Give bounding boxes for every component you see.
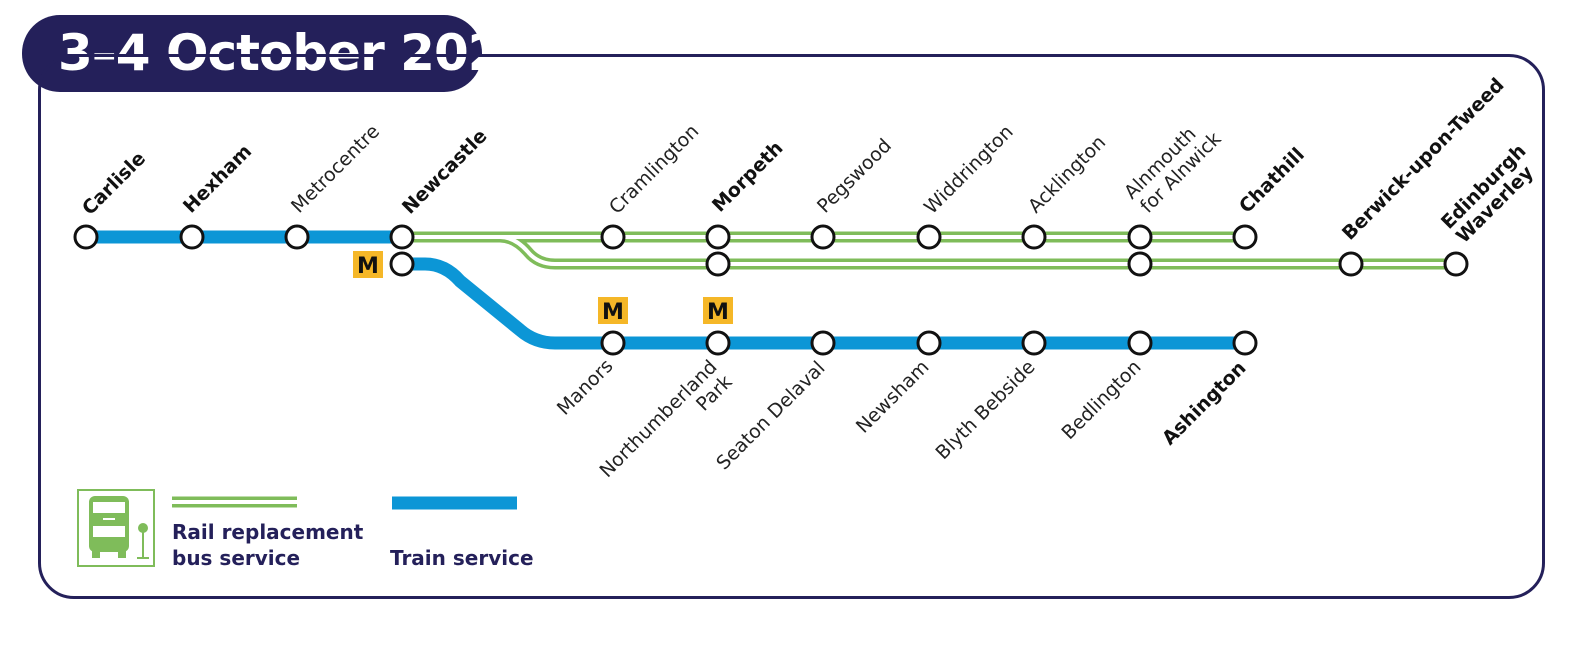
station-label-acklington[interactable]: Acklington (1024, 131, 1110, 217)
metro-badge-label: M (602, 300, 624, 325)
upper-labels: Carlisle Hexham Metrocentre Newcastle Cr… (78, 74, 1538, 248)
station-newcastle-train-marker[interactable] (389, 251, 415, 277)
station-label-chathill[interactable]: Chathill (1235, 144, 1309, 218)
train-lines (86, 230, 1245, 350)
metro-badge-northumberland-park: M (703, 297, 733, 325)
train-line-newcastle-ashington (402, 257, 1245, 350)
station-hexham-marker[interactable] (179, 224, 205, 250)
metro-m-icon (598, 297, 628, 324)
legend-bus-label-line1: Rail replacement (172, 520, 364, 544)
page-title: 3–4 October 2026 (22, 15, 536, 92)
metro-m-icon (703, 297, 733, 324)
station-label-hexham[interactable]: Hexham (179, 140, 256, 217)
station-newsham-marker[interactable] (916, 330, 942, 356)
station-label-widdrington[interactable]: Widdrington (920, 121, 1018, 219)
station-newcastle-marker[interactable] (389, 224, 415, 250)
station-ashington-marker[interactable] (1232, 330, 1258, 356)
station-berwick-marker[interactable] (1338, 251, 1364, 277)
station-cramlington-marker[interactable] (600, 224, 626, 250)
metro-badge-manors: M (598, 297, 628, 325)
station-markers (73, 224, 1469, 356)
station-widdrington-marker[interactable] (916, 224, 942, 250)
station-label-manors[interactable]: Manors (553, 355, 618, 420)
metro-badge-newcastle: M (353, 251, 383, 279)
station-label-metrocentre[interactable]: Metrocentre (287, 120, 384, 217)
station-label-newcastle[interactable]: Newcastle (398, 125, 491, 218)
station-label-blyth-bebside[interactable]: Blyth Bebside (931, 356, 1039, 464)
legend: Rail replacement bus service Train servi… (77, 489, 534, 570)
station-label-northumberland-line1[interactable]: Northumberland (595, 356, 721, 482)
lower-labels: Manors Northumberland Park Seaton Delava… (553, 355, 1251, 482)
diagram-frame (38, 54, 1545, 599)
station-label-ashington[interactable]: Ashington (1158, 357, 1251, 450)
station-bedlington-marker[interactable] (1127, 330, 1153, 356)
station-alnmouth-marker[interactable] (1127, 224, 1153, 250)
station-label-bedlington[interactable]: Bedlington (1057, 356, 1145, 444)
station-metrocentre-marker[interactable] (284, 224, 310, 250)
station-label-morpeth[interactable]: Morpeth (708, 137, 788, 217)
metro-badge-label: M (357, 254, 379, 279)
station-manors-marker[interactable] (600, 330, 626, 356)
station-label-carlisle[interactable]: Carlisle (78, 147, 150, 219)
legend-bus-label-line2: bus service (172, 546, 300, 570)
station-edinburgh-marker[interactable] (1443, 251, 1469, 277)
bus-stop-icon (77, 489, 155, 567)
station-label-newsham[interactable]: Newsham (852, 356, 934, 438)
station-alnmouth-lower-marker[interactable] (1127, 251, 1153, 277)
station-label-seaton-delaval[interactable]: Seaton Delaval (712, 357, 829, 474)
metro-m-icon (353, 251, 383, 278)
metro-badge-label: M (707, 300, 729, 325)
station-label-pegswood[interactable]: Pegswood (813, 135, 896, 218)
station-label-cramlington[interactable]: Cramlington (605, 120, 703, 218)
station-chathill-marker[interactable] (1232, 224, 1258, 250)
station-pegswood-marker[interactable] (810, 224, 836, 250)
station-acklington-marker[interactable] (1021, 224, 1047, 250)
station-carlisle-marker[interactable] (73, 224, 99, 250)
station-morpeth-marker[interactable] (705, 224, 731, 250)
station-blyth-bebside-marker[interactable] (1021, 330, 1047, 356)
station-morpeth-lower-marker[interactable] (705, 251, 731, 277)
legend-train-label: Train service (390, 546, 534, 570)
bus-line-inner-2 (402, 235, 1456, 266)
station-seaton-delaval-marker[interactable] (810, 330, 836, 356)
station-northumberland-park-marker[interactable] (705, 330, 731, 356)
